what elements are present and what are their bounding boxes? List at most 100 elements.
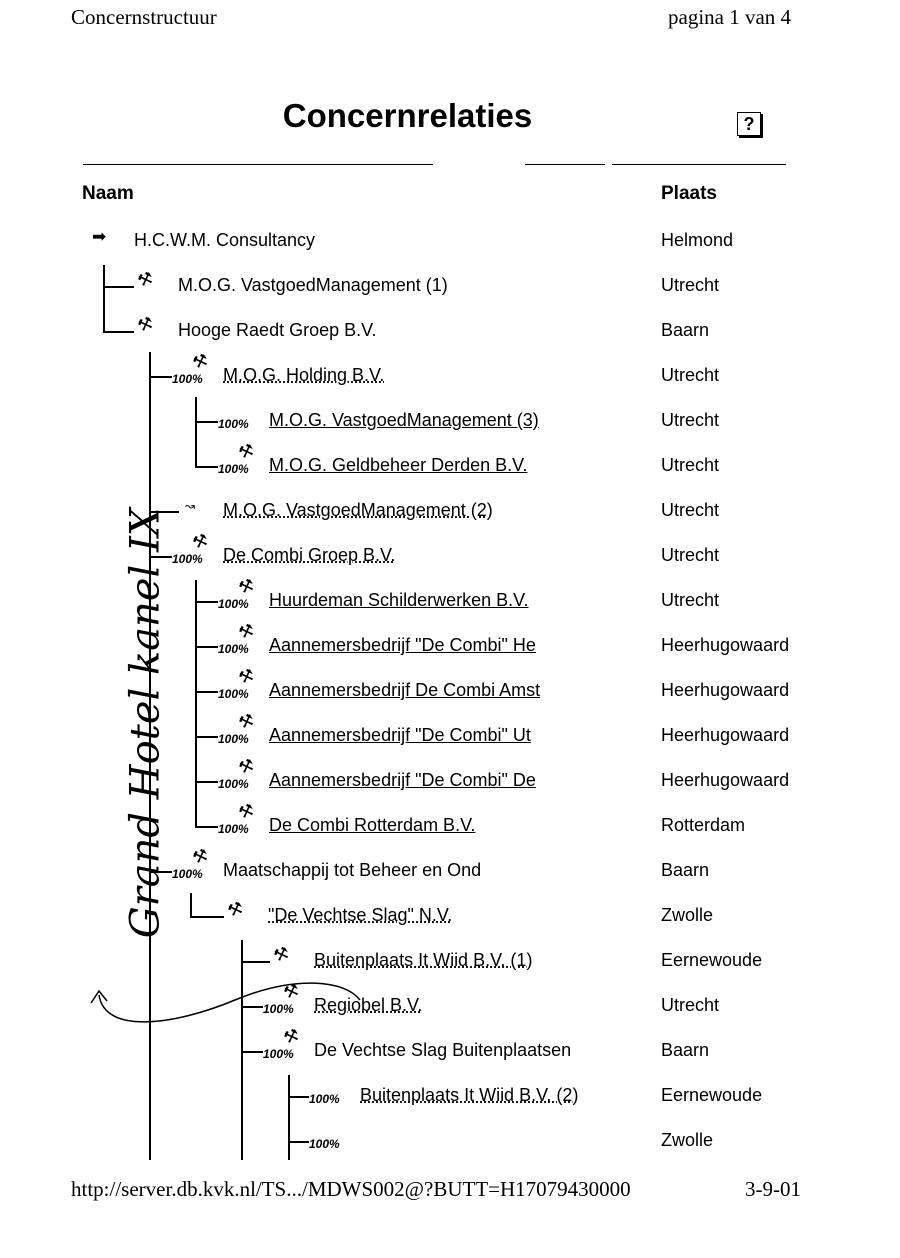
company-place: Heerhugowaard bbox=[661, 635, 790, 655]
tree-connector bbox=[241, 961, 270, 963]
column-header-name: Naam bbox=[82, 183, 134, 204]
company-place: Eernewoude bbox=[661, 950, 763, 970]
tree-connector bbox=[241, 1006, 263, 1008]
company-place: Utrecht bbox=[661, 275, 720, 295]
help-icon[interactable]: ? bbox=[737, 112, 761, 136]
tree-connector bbox=[195, 781, 218, 783]
handwritten-arrow bbox=[90, 982, 361, 1023]
ownership-percentage: 100% bbox=[218, 597, 249, 611]
tree-connector bbox=[149, 871, 172, 873]
company-place: Baarn bbox=[661, 1040, 710, 1060]
hammer-icon: ⚒ bbox=[236, 664, 257, 689]
tree-line bbox=[103, 265, 105, 331]
footer-date: 3-9-01 bbox=[745, 1177, 801, 1201]
link-icon: ↝ bbox=[185, 499, 196, 513]
hammer-icon: ⚒ bbox=[271, 942, 292, 967]
hammer-icon: ⚒ bbox=[236, 574, 257, 599]
company-name[interactable]: Buitenplaats It Wiid B.V. (2) bbox=[360, 1085, 579, 1105]
company-name[interactable]: M.O.G. Holding B.V. bbox=[223, 365, 385, 385]
company-place: Utrecht bbox=[661, 545, 720, 565]
page-number: pagina 1 van 4 bbox=[668, 5, 792, 29]
company-name[interactable]: "De Vechtse Slag" N.V. bbox=[268, 905, 453, 925]
tree-connector bbox=[195, 421, 218, 423]
hammer-icon: ⚒ bbox=[190, 529, 211, 554]
company-place: Heerhugowaard bbox=[661, 770, 790, 790]
ownership-percentage: 100% bbox=[218, 417, 249, 431]
company-name[interactable]: De Combi Groep B.V. bbox=[223, 545, 396, 565]
page-title: Concernrelaties bbox=[282, 97, 533, 134]
company-place: Heerhugowaard bbox=[661, 725, 790, 745]
tree-connector bbox=[190, 916, 224, 918]
divider bbox=[83, 164, 433, 165]
ownership-percentage: 100% bbox=[263, 1002, 294, 1016]
handwritten-annotation: Grand Hotel kanel IX bbox=[122, 507, 169, 939]
company-name[interactable]: Aannemersbedrijf De Combi Amst bbox=[269, 680, 541, 700]
company-place: Helmond bbox=[661, 230, 734, 250]
company-name[interactable]: Aannemersbedrijf "De Combi" De bbox=[269, 770, 536, 790]
company-name[interactable]: Aannemersbedrijf "De Combi" Ut bbox=[269, 725, 531, 745]
hammer-icon: ⚒ bbox=[135, 312, 156, 337]
tree-line bbox=[190, 893, 192, 916]
company-place: Baarn bbox=[661, 860, 710, 880]
column-header-place: Plaats bbox=[661, 183, 717, 204]
company-name[interactable]: M.O.G. Geldbeheer Derden B.V. bbox=[269, 455, 528, 475]
company-name[interactable]: Aannemersbedrijf "De Combi" He bbox=[269, 635, 536, 655]
ownership-percentage: 100% bbox=[263, 1047, 294, 1061]
tree-connector bbox=[195, 466, 218, 468]
company-place: Zwolle bbox=[661, 905, 714, 925]
tree-connector bbox=[241, 1051, 263, 1053]
hammer-icon: ⚒ bbox=[236, 619, 257, 644]
ownership-percentage: 100% bbox=[172, 372, 203, 386]
tree-line bbox=[241, 940, 243, 1160]
tree-connector bbox=[288, 1141, 309, 1143]
company-place: Rotterdam bbox=[661, 815, 746, 835]
ownership-percentage: 100% bbox=[309, 1092, 340, 1106]
company-name[interactable]: M.O.G. VastgoedManagement (3) bbox=[269, 410, 539, 430]
ownership-percentage: 100% bbox=[218, 777, 249, 791]
arrow-right-icon: ➡ bbox=[92, 227, 107, 246]
hammer-icon: ⚒ bbox=[236, 709, 257, 734]
company-place: Heerhugowaard bbox=[661, 680, 790, 700]
tree-line bbox=[195, 397, 197, 466]
company-name: De Vechtse Slag Buitenplaatsen bbox=[314, 1040, 572, 1060]
hammer-icon: ⚒ bbox=[135, 267, 156, 292]
hammer-icon: ⚒ bbox=[225, 897, 246, 922]
company-place: Zwolle bbox=[661, 1130, 714, 1150]
tree-connector bbox=[195, 826, 218, 828]
ownership-percentage: 100% bbox=[172, 867, 203, 881]
ownership-percentage: 100% bbox=[218, 642, 249, 656]
tree-connector bbox=[195, 646, 218, 648]
tree-connector bbox=[195, 736, 218, 738]
tree-connector bbox=[195, 691, 218, 693]
company-name: Maatschappij tot Beheer en Ond bbox=[223, 860, 482, 880]
ownership-percentage: 100% bbox=[218, 687, 249, 701]
divider bbox=[612, 164, 786, 165]
tree-connector bbox=[103, 286, 134, 288]
tree-line bbox=[195, 580, 197, 826]
company-place: Utrecht bbox=[661, 365, 720, 385]
print-header-title: Concernstructuur bbox=[71, 5, 217, 29]
company-name[interactable]: M.O.G. VastgoedManagement (2) bbox=[223, 500, 493, 520]
ownership-percentage: 100% bbox=[218, 462, 249, 476]
tree-connector bbox=[288, 1096, 309, 1098]
hammer-icon: ⚒ bbox=[190, 844, 211, 869]
hammer-icon: ⚒ bbox=[236, 754, 257, 779]
company-name: M.O.G. VastgoedManagement (1) bbox=[178, 275, 448, 295]
divider bbox=[525, 164, 605, 165]
hammer-icon: ⚒ bbox=[236, 799, 257, 824]
ownership-percentage: 100% bbox=[218, 732, 249, 746]
tree-connector bbox=[149, 376, 172, 378]
company-name[interactable]: De Combi Rotterdam B.V. bbox=[269, 815, 476, 835]
company-place: Utrecht bbox=[661, 995, 720, 1015]
tree-connector bbox=[103, 331, 134, 333]
company-name[interactable]: Regiobel B.V. bbox=[314, 995, 423, 1015]
footer-url: http://server.db.kvk.nl/TS.../MDWS002@?B… bbox=[71, 1177, 631, 1201]
company-name[interactable]: Huurdeman Schilderwerken B.V. bbox=[269, 590, 529, 610]
company-name: Hooge Raedt Groep B.V. bbox=[178, 320, 377, 340]
ownership-percentage: 100% bbox=[309, 1137, 340, 1151]
ownership-percentage: 100% bbox=[218, 822, 249, 836]
company-place: Baarn bbox=[661, 320, 710, 340]
hammer-icon: ⚒ bbox=[190, 349, 211, 374]
company-name[interactable]: Buitenplaats It Wiid B.V. (1) bbox=[314, 950, 533, 970]
company-place: Utrecht bbox=[661, 590, 720, 610]
